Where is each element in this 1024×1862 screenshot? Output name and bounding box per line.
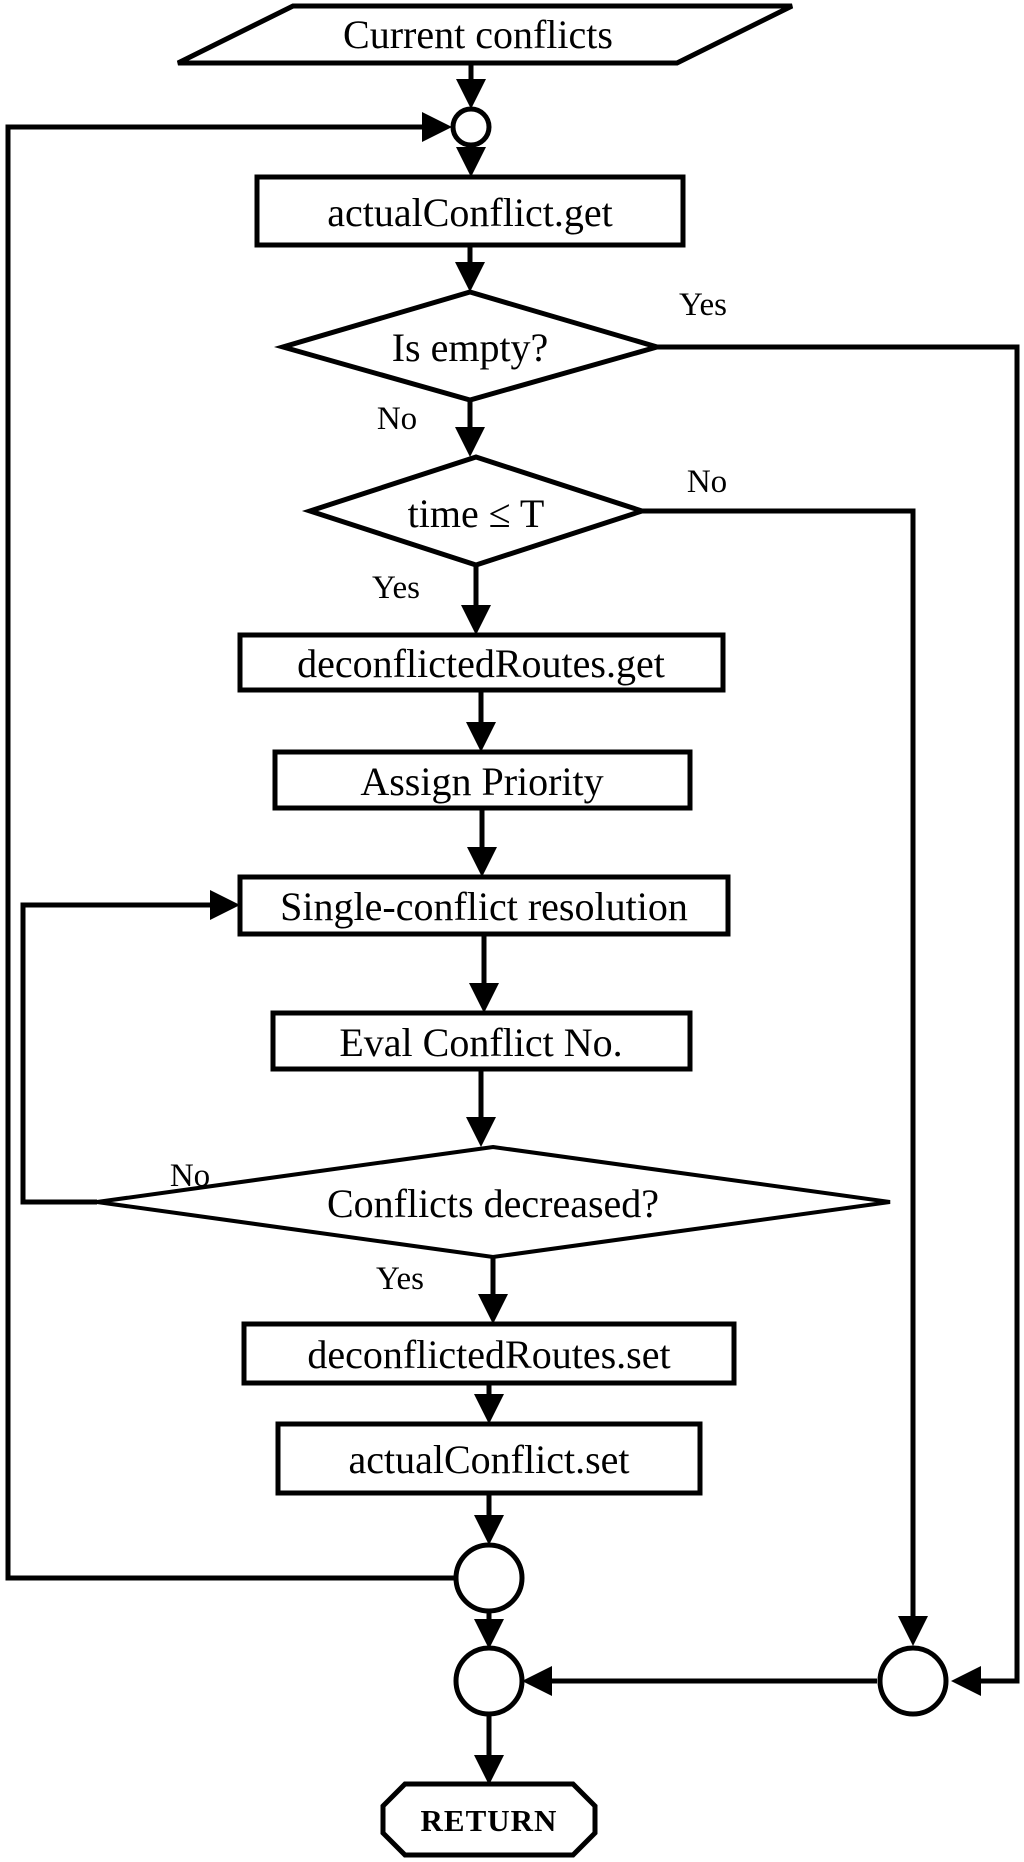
node-deconflicted-set-shape xyxy=(241,1321,737,1386)
node-assign-priority-shape xyxy=(272,749,693,811)
node-conflicts-decreased-label: Conflicts decreased? xyxy=(327,1181,659,1226)
node-start-label: Current conflicts xyxy=(343,12,613,57)
node-start-shape xyxy=(176,3,794,66)
edge-label-conflicts-decreased-yes: Yes xyxy=(376,1261,424,1297)
node-actual-conflict-get-shape xyxy=(254,174,686,248)
junction-merge-right-circle xyxy=(877,1645,949,1717)
node-assign-priority-label: Assign Priority xyxy=(360,759,603,804)
edge-label-is-empty-yes: Yes xyxy=(679,287,727,323)
node-single-conflict-label: Single-conflict resolution xyxy=(280,884,688,929)
edge-conflicts-decreased-no-loop xyxy=(20,890,240,1205)
node-actual-conflict-set-shape xyxy=(275,1421,703,1496)
node-return-label: RETURN xyxy=(421,1803,558,1838)
edge-is-empty-yes-to-merge-right xyxy=(657,344,1020,1696)
junction-top-join-circle xyxy=(450,106,492,148)
node-actual-conflict-get-label: actualConflict.get xyxy=(327,190,612,235)
junction-merge-main-circle xyxy=(453,1645,525,1717)
edge-time-check-no-to-merge-right xyxy=(642,508,928,1646)
node-single-conflict-shape xyxy=(237,874,731,937)
edge-label-is-empty-no: No xyxy=(377,401,417,437)
node-eval-conflict-shape xyxy=(270,1010,693,1072)
node-eval-conflict-label: Eval Conflict No. xyxy=(339,1020,622,1065)
node-return-shape xyxy=(380,1781,598,1858)
node-time-check-label: time ≤ T xyxy=(408,491,545,536)
node-is-empty-shape xyxy=(273,289,667,403)
edge-label-time-check-no: No xyxy=(687,464,727,500)
edge-loop-exit-to-top-join xyxy=(5,112,454,1581)
node-time-check-shape xyxy=(301,454,651,568)
node-deconflicted-get-label: deconflictedRoutes.get xyxy=(297,641,665,686)
junction-loop-exit-circle xyxy=(453,1542,525,1614)
node-deconflicted-get-shape xyxy=(237,632,726,693)
node-is-empty-label: Is empty? xyxy=(392,325,549,370)
node-deconflicted-set-label: deconflictedRoutes.set xyxy=(307,1332,670,1377)
edge-label-conflicts-decreased-no: No xyxy=(170,1158,210,1194)
node-actual-conflict-set-label: actualConflict.set xyxy=(348,1437,629,1482)
node-conflicts-decreased-shape xyxy=(96,1144,891,1260)
edge-label-time-check-yes: Yes xyxy=(372,570,420,606)
